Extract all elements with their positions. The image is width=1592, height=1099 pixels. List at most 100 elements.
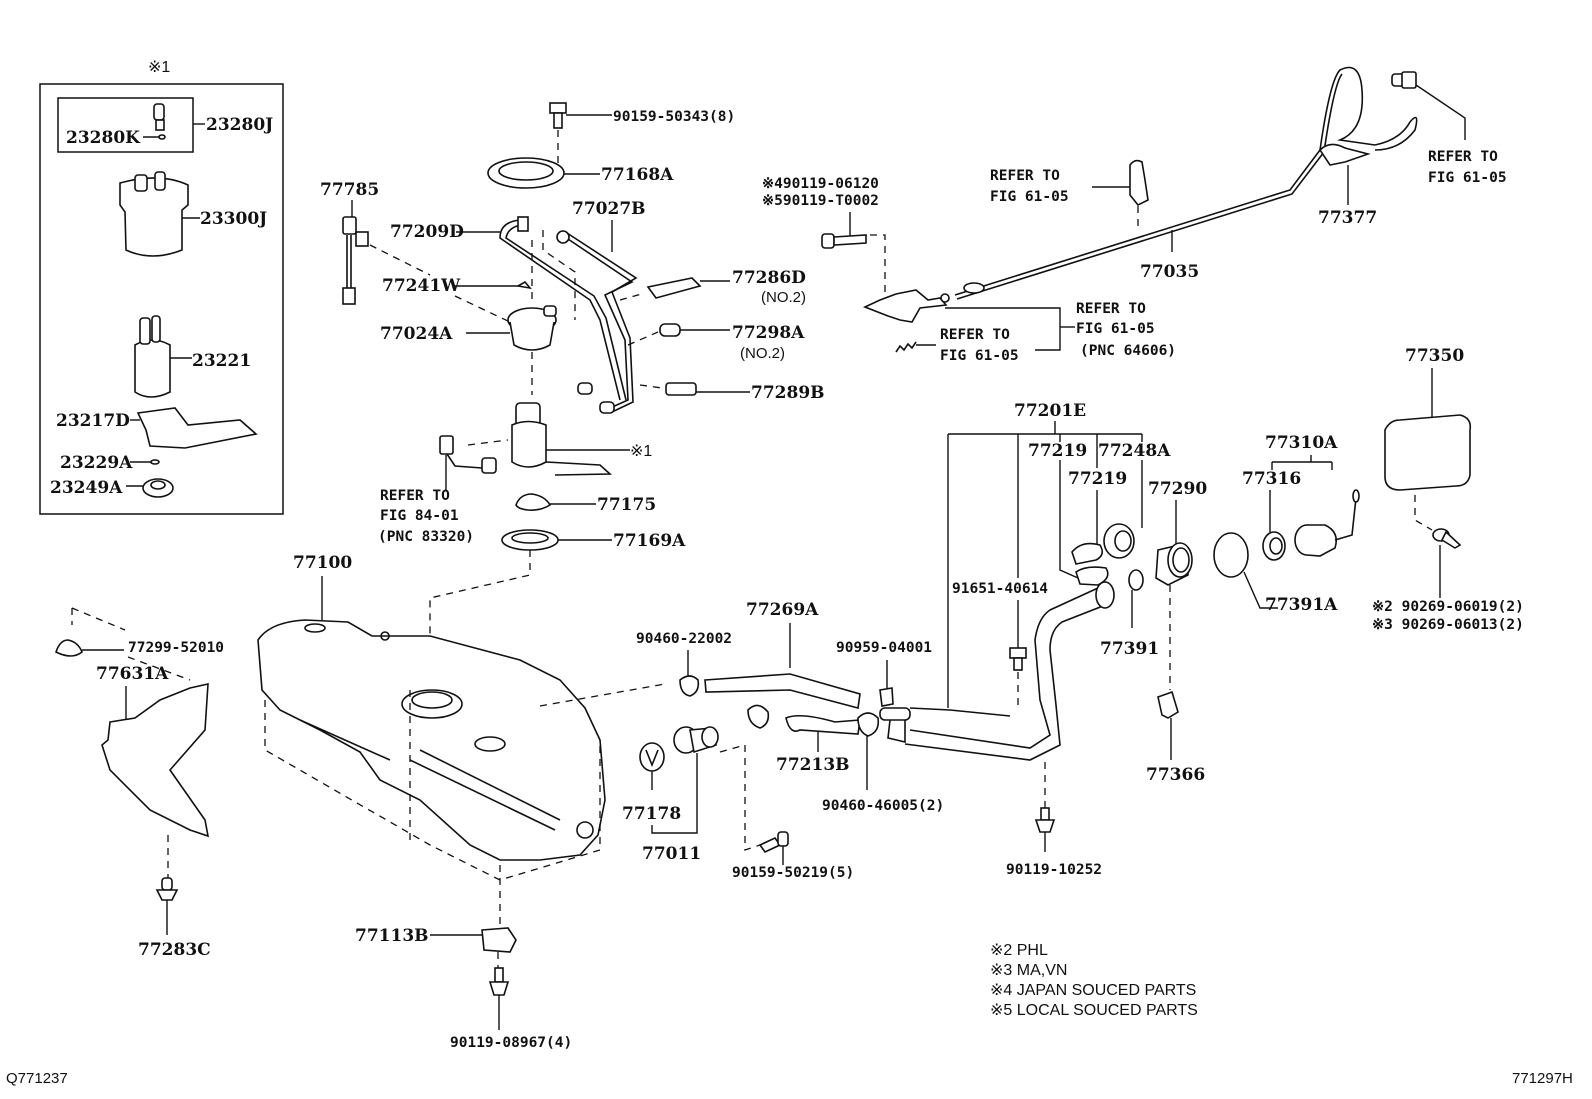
label-23280K[interactable]: 23280K xyxy=(66,128,141,148)
valve-77011-icon xyxy=(673,726,719,754)
label-77213B[interactable]: 77213B xyxy=(776,755,850,775)
clip-77377-icon xyxy=(1318,143,1371,166)
label-23229A[interactable]: 23229A xyxy=(60,453,133,473)
pump-assembly-icon xyxy=(511,402,613,476)
filler-neck-group: 77201E 77219 77248A 77219 916 xyxy=(879,401,1360,878)
label-90959-04001[interactable]: 90959-04001 xyxy=(836,640,932,656)
label-77290[interactable]: 77290 xyxy=(1148,479,1207,499)
clip-90959-icon xyxy=(879,687,894,707)
label-77178[interactable]: 77178 xyxy=(622,804,681,824)
label-77113B[interactable]: 77113B xyxy=(355,926,429,946)
label-77298A-note: (NO.2) xyxy=(740,345,785,362)
label-23221[interactable]: 23221 xyxy=(192,351,251,371)
filter-77024A-icon xyxy=(507,305,557,351)
label-77248A[interactable]: 77248A xyxy=(1098,441,1171,461)
ref-fig61-spring-line2[interactable]: FIG 61-05 xyxy=(940,348,1019,364)
label-90159-50219[interactable]: 90159-50219(5) xyxy=(732,865,854,881)
label-77011[interactable]: 77011 xyxy=(642,844,701,864)
label-77310A[interactable]: 77310A xyxy=(1265,433,1338,453)
label-77350[interactable]: 77350 xyxy=(1405,346,1464,366)
gasket-77169A-icon xyxy=(501,529,559,551)
label-77175[interactable]: 77175 xyxy=(597,495,656,515)
part-23217D-icon xyxy=(136,407,258,449)
bolt-91651-icon xyxy=(1009,647,1027,671)
note-3: ※3 MA,VN xyxy=(990,962,1067,979)
gasket-77391A-icon xyxy=(1213,532,1249,578)
ring-77168A-icon xyxy=(487,157,565,189)
label-77169A[interactable]: 77169A xyxy=(613,531,686,551)
label-77286D[interactable]: 77286D xyxy=(732,268,806,288)
label-77100[interactable]: 77100 xyxy=(293,553,352,573)
ref-fig61-lever-line1[interactable]: REFER TO xyxy=(1076,301,1146,317)
label-23300J[interactable]: 23300J xyxy=(200,209,267,229)
label-77631A[interactable]: 77631A xyxy=(96,664,169,684)
label-77027B[interactable]: 77027B xyxy=(572,199,646,219)
clamp-left-icon xyxy=(747,704,770,729)
label-77289B[interactable]: 77289B xyxy=(751,383,825,403)
label-77283C[interactable]: 77283C xyxy=(138,940,211,960)
ref-fig61-top-line2[interactable]: FIG 61-05 xyxy=(990,189,1069,205)
bolt-90159-50219-icon xyxy=(758,831,789,854)
clamp-90460-46005-icon xyxy=(857,712,880,737)
label-77241W[interactable]: 77241W xyxy=(382,276,461,296)
bolt-90119-08967-icon xyxy=(488,967,510,996)
label-77201E[interactable]: 77201E xyxy=(1014,401,1086,421)
label-77391[interactable]: 77391 xyxy=(1100,639,1159,659)
ref-fig61-lever-line2[interactable]: FIG 61-05 xyxy=(1076,321,1155,337)
label-pump-ref[interactable]: ※1 xyxy=(630,443,652,460)
ref-fig61-right-line1[interactable]: REFER TO xyxy=(1428,149,1498,165)
footer-left-code: Q771237 xyxy=(6,1070,68,1087)
clip-77283C-icon xyxy=(155,877,179,901)
ref-fig61-right-line2[interactable]: FIG 61-05 xyxy=(1428,170,1507,186)
connector-77289B-icon xyxy=(665,382,697,396)
label-77377[interactable]: 77377 xyxy=(1318,208,1377,228)
part-23221-icon xyxy=(134,315,171,398)
label-77299-52010[interactable]: 77299-52010 xyxy=(128,640,224,656)
label-490119-06120[interactable]: ※490119-06120 xyxy=(762,176,879,192)
label-77024A[interactable]: 77024A xyxy=(380,324,453,344)
label-77035[interactable]: 77035 xyxy=(1140,262,1199,282)
ref-fig84-line3[interactable]: (PNC 83320) xyxy=(378,529,474,545)
ref-fig84-line2[interactable]: FIG 84-01 xyxy=(380,508,459,524)
label-77316[interactable]: 77316 xyxy=(1242,469,1301,489)
sender-gauge-77785-icon xyxy=(342,216,369,305)
label-23280J[interactable]: 23280J xyxy=(206,115,273,135)
footnotes: ※2 PHL ※3 MA,VN ※4 JAPAN SOUCED PARTS ※5… xyxy=(990,942,1198,1019)
gasket-77316-icon xyxy=(1262,531,1286,561)
hose-77213B-icon xyxy=(785,714,861,735)
label-90460-22002[interactable]: 90460-22002 xyxy=(636,631,732,647)
fuel-lid-opener-group: ※490119-06120 ※590119-T0002 REFER TO FIG… xyxy=(762,66,1507,364)
label-90460-46005[interactable]: 90460-46005(2) xyxy=(822,798,944,814)
ref-fig84-line1[interactable]: REFER TO xyxy=(380,488,450,504)
label-77168A[interactable]: 77168A xyxy=(601,165,674,185)
grommet-77248A-icon xyxy=(1103,523,1135,559)
label-23249A[interactable]: 23249A xyxy=(50,478,123,498)
label-90269-06019[interactable]: ※2 90269-06019(2) xyxy=(1372,599,1524,615)
label-77391A[interactable]: 77391A xyxy=(1265,595,1338,615)
label-77219-a[interactable]: 77219 xyxy=(1028,441,1087,461)
label-77269A[interactable]: 77269A xyxy=(746,600,819,620)
label-90159-50343[interactable]: 90159-50343(8) xyxy=(613,109,735,125)
label-23217D[interactable]: 23217D xyxy=(56,411,130,431)
note-2: ※2 PHL xyxy=(990,942,1048,959)
label-77298A[interactable]: 77298A xyxy=(732,323,805,343)
label-590119-T0002[interactable]: ※590119-T0002 xyxy=(762,193,879,209)
sensor-plug-icon xyxy=(439,435,497,474)
screw-icon xyxy=(821,233,867,249)
label-77366[interactable]: 77366 xyxy=(1146,765,1205,785)
ref-fig61-top-line1[interactable]: REFER TO xyxy=(990,168,1060,184)
fuel-tank-77100-icon xyxy=(257,619,606,861)
label-90269-06013[interactable]: ※3 90269-06013(2) xyxy=(1372,617,1524,633)
ref-fig61-lever-line3[interactable]: (PNC 64606) xyxy=(1080,343,1176,359)
label-91651-40614[interactable]: 91651-40614 xyxy=(952,581,1048,597)
spring-icon xyxy=(895,341,917,353)
fuel-line-77027B-icon xyxy=(556,230,638,414)
label-77219-b[interactable]: 77219 xyxy=(1068,469,1127,489)
label-77286D-note: (NO.2) xyxy=(761,289,806,306)
label-90119-10252[interactable]: 90119-10252 xyxy=(1006,862,1102,878)
label-90119-08967[interactable]: 90119-08967(4) xyxy=(450,1035,572,1051)
ref-fig61-spring-line1[interactable]: REFER TO xyxy=(940,327,1010,343)
label-77785[interactable]: 77785 xyxy=(320,180,379,200)
footer-right-code: 771297H xyxy=(1512,1070,1573,1087)
label-77209D[interactable]: 77209D xyxy=(390,222,464,242)
